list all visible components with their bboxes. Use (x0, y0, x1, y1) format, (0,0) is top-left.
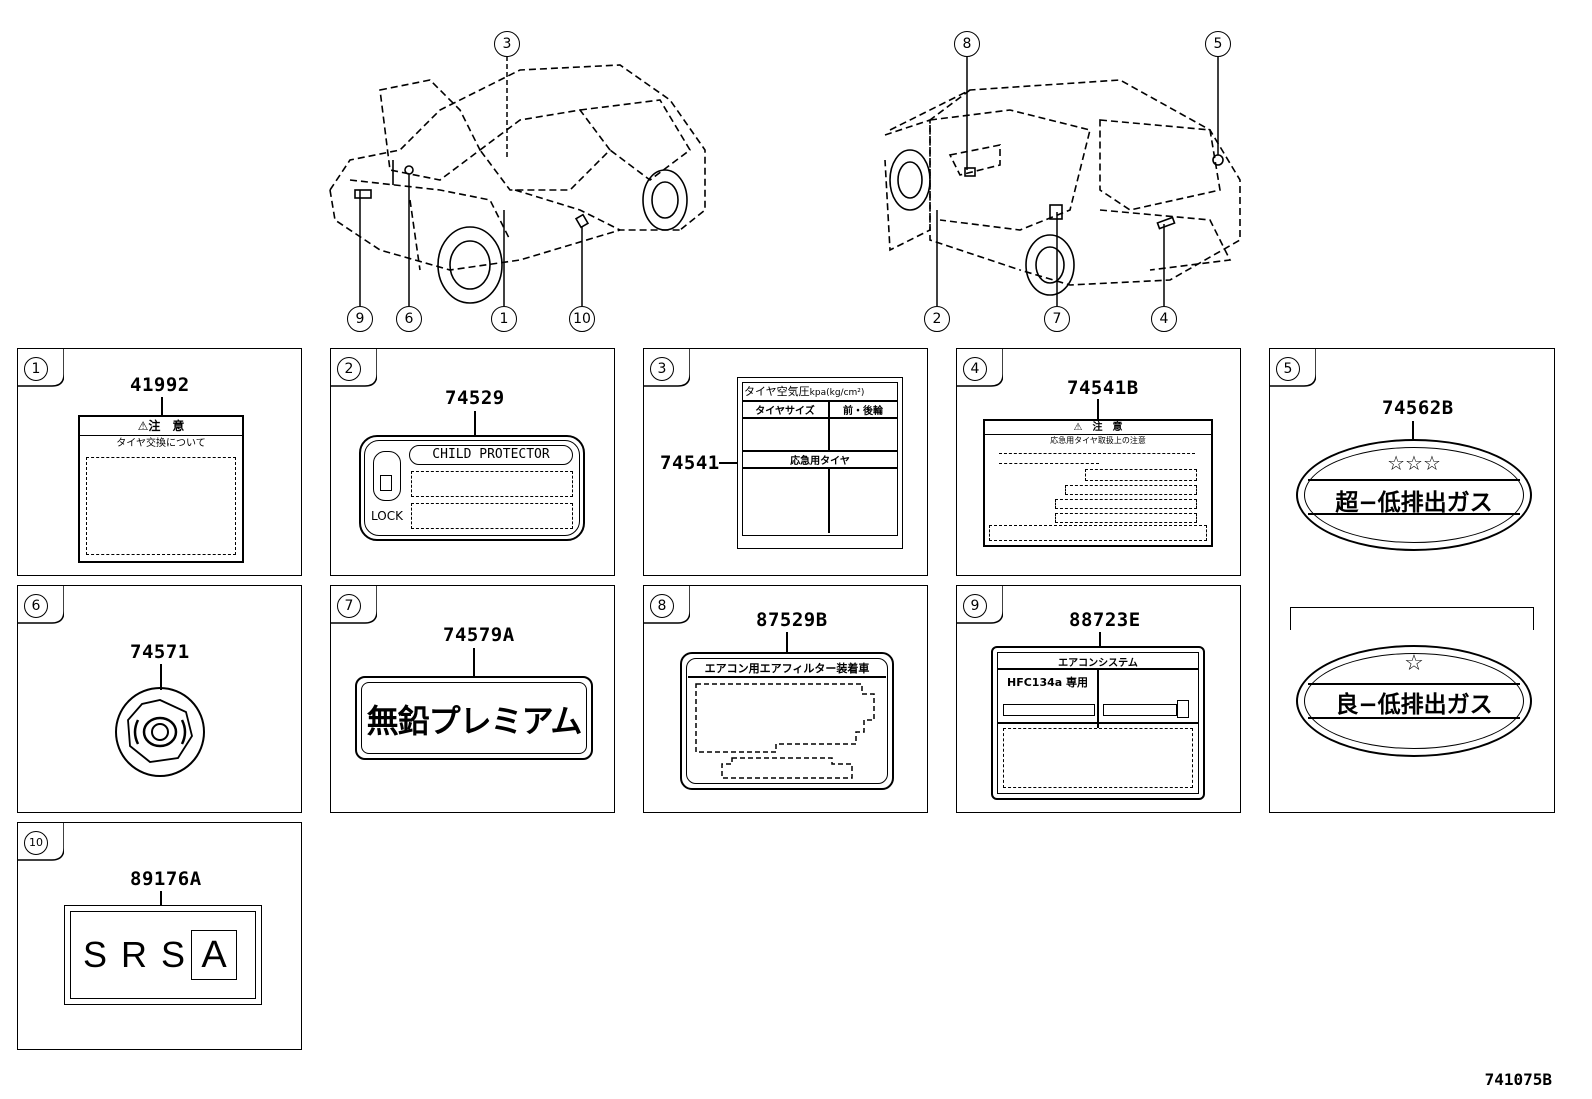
panel-number: 7 (337, 594, 361, 618)
caution-label: ⚠注 意 タイヤ交換について (78, 415, 244, 563)
label-text: 良−低排出ガス (1335, 692, 1493, 718)
label-text: 無鉛プレミアム (366, 702, 583, 740)
label-title: エアコン用エアフィルター装着車 (704, 662, 870, 675)
callout-6: 6 (396, 306, 422, 332)
ultra-low-emission-label: ☆☆☆ 超−低排出ガス (1296, 439, 1532, 551)
panel-number: 4 (963, 357, 987, 381)
label-unit: kpa(kg/cm²) (809, 388, 865, 398)
panel-number: 1 (24, 357, 48, 381)
panel-9: 9 88723E エアコンシステム HFC134a 専用 (956, 585, 1241, 813)
panel-tab: 6 (18, 586, 64, 624)
tire-size-header: タイヤサイズ (755, 406, 815, 417)
panel-number: 5 (1276, 357, 1300, 381)
label-text: S R S (83, 934, 188, 975)
callout-4: 4 (1151, 306, 1177, 332)
three-star-icon: ☆☆☆ (1387, 451, 1441, 475)
callout-1: 1 (491, 306, 517, 332)
rear-car-illustration (884, 56, 1241, 306)
panel-tab: 8 (644, 586, 690, 624)
part-number: 74541B (1067, 377, 1139, 399)
panel-number: 6 (24, 594, 48, 618)
front-car-illustration (329, 56, 706, 306)
panel-1: 1 41992 ⚠注 意 タイヤ交換について (17, 348, 302, 576)
callout-3: 3 (494, 31, 520, 57)
diagram-id: 741075B (1484, 1070, 1552, 1089)
part-number: 74529 (445, 387, 505, 409)
panel-2: 2 74529 LOCK CHILD PROTECTOR (330, 348, 615, 576)
lock-text: LOCK (371, 509, 403, 523)
panel-number: 9 (963, 594, 987, 618)
part-number: 74571 (130, 641, 190, 663)
child-protector-label: LOCK CHILD PROTECTOR (359, 435, 585, 541)
refrigerant-type: HFC134a 専用 (1007, 676, 1089, 689)
label-title: エアコンシステム (1058, 658, 1138, 669)
label-subtitle: タイヤ交換について (116, 438, 206, 449)
part-number: 74562B (1382, 397, 1454, 419)
panel-number: 3 (650, 357, 674, 381)
panel-10: 10 89176A S R S A (17, 822, 302, 1050)
panel-tab: 5 (1270, 349, 1316, 387)
panel-number: 2 (337, 357, 361, 381)
tire-pressure-label: タイヤ空気圧kpa(kg/cm²) タイヤサイズ 前・後輪 応急用タイヤ (737, 377, 903, 549)
panel-tab: 9 (957, 586, 1003, 624)
panel-tab: 1 (18, 349, 64, 387)
callout-10: 10 (569, 306, 595, 332)
callout-5: 5 (1205, 31, 1231, 57)
spare-tire-row: 応急用タイヤ (790, 456, 850, 467)
front-rear-header: 前・後輪 (843, 406, 883, 417)
panel-number: 8 (650, 594, 674, 618)
panel-tab: 10 (18, 823, 64, 861)
label-subtitle: 応急用タイヤ取扱上の注意 (1050, 436, 1146, 445)
label-title: ⚠ 注 意 (985, 421, 1211, 435)
panel-tab: 3 (644, 349, 690, 387)
label-title: ⚠注 意 (80, 417, 242, 436)
panel-4: 4 74541B ⚠ 注 意 応急用タイヤ取扱上の注意 (956, 348, 1241, 576)
panel-8: 8 87529B エアコン用エアフィルター装着車 (643, 585, 928, 813)
hood-icon-label (115, 687, 205, 777)
label-title: CHILD PROTECTOR (409, 445, 573, 465)
callout-2: 2 (924, 306, 950, 332)
premium-unleaded-label: 無鉛プレミアム (355, 676, 593, 760)
label-text: 超−低排出ガス (1335, 490, 1493, 516)
panel-tab: 2 (331, 349, 377, 387)
part-number: 88723E (1069, 609, 1141, 631)
panel-tab: 4 (957, 349, 1003, 387)
part-number: 89176A (130, 868, 202, 890)
good-low-emission-label: ☆ 良−低排出ガス (1296, 645, 1532, 757)
one-star-icon: ☆ (1404, 651, 1424, 676)
srs-airbag-label: S R S A (64, 905, 262, 1005)
part-number: 41992 (130, 374, 190, 396)
spare-tire-caution-label: ⚠ 注 意 応急用タイヤ取扱上の注意 (983, 419, 1213, 547)
part-number: 74579A (443, 624, 515, 646)
panel-number: 10 (24, 831, 48, 855)
callout-8: 8 (954, 31, 980, 57)
part-number: 74541 (660, 452, 720, 474)
label-box-letter: A (191, 930, 237, 980)
callout-7: 7 (1044, 306, 1070, 332)
panel-3: 3 74541 タイヤ空気圧kpa(kg/cm²) タイヤサイズ 前・後輪 応急… (643, 348, 928, 576)
callout-9: 9 (347, 306, 373, 332)
air-filter-label: エアコン用エアフィルター装着車 (680, 652, 894, 790)
panel-5: 5 74562B ☆☆☆ 超−低排出ガス ☆ 良−低排出ガス (1269, 348, 1555, 813)
panel-6: 6 74571 (17, 585, 302, 813)
panel-7: 7 74579A 無鉛プレミアム (330, 585, 615, 813)
ac-system-label: エアコンシステム HFC134a 専用 (991, 646, 1205, 800)
label-title: タイヤ空気圧 (744, 385, 810, 398)
panel-tab: 7 (331, 586, 377, 624)
part-number: 87529B (756, 609, 828, 631)
